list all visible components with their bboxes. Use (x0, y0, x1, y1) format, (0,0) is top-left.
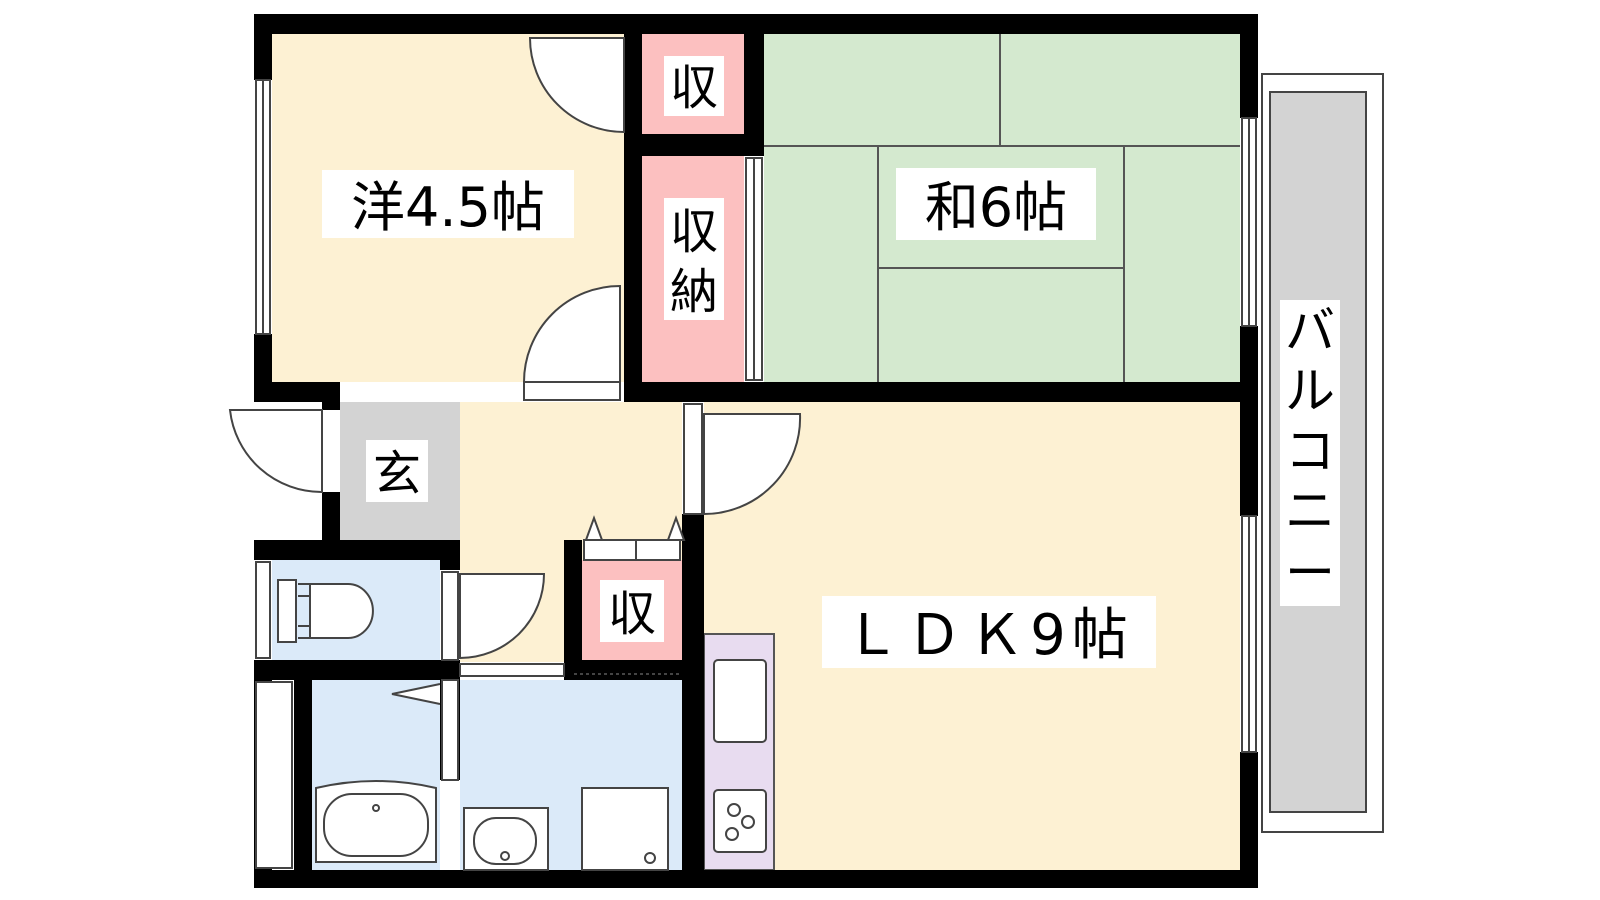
bathtub-fixture (315, 780, 437, 863)
hallway (460, 402, 682, 562)
washbasin-fixture (463, 807, 549, 871)
kitchen-fixtures (713, 659, 767, 853)
room-labels: 洋4.5帖 和6帖 収 収 納 玄 収 ＬＤＫ9帖 (322, 56, 1156, 668)
storage-small-label: 収 (608, 586, 656, 642)
windows (255, 79, 1257, 869)
japanese-room-label: 和6帖 (925, 176, 1067, 239)
balcony-label-1: ル (1285, 362, 1335, 420)
balcony-label-3: ニ (1285, 482, 1335, 540)
tatami-lines (764, 34, 1240, 382)
closet-label-2: 納 (670, 264, 718, 320)
storage-small-extras (583, 515, 686, 561)
washing-machine-space (581, 787, 669, 871)
doors (228, 37, 802, 781)
entrance-label: 玄 (373, 446, 421, 502)
western-room-label: 洋4.5帖 (351, 176, 545, 239)
closet-label-1: 収 (670, 204, 718, 260)
storage-top-label: 収 (670, 60, 718, 116)
toilet-fixture (277, 579, 374, 643)
balcony-label-2: コ (1285, 422, 1335, 480)
balcony: バ ル コ ニ ー (1261, 73, 1384, 833)
balcony-label-4: ー (1285, 544, 1335, 602)
ldk-room-label: ＬＤＫ9帖 (844, 603, 1134, 668)
balcony-label-0: バ (1285, 302, 1335, 360)
